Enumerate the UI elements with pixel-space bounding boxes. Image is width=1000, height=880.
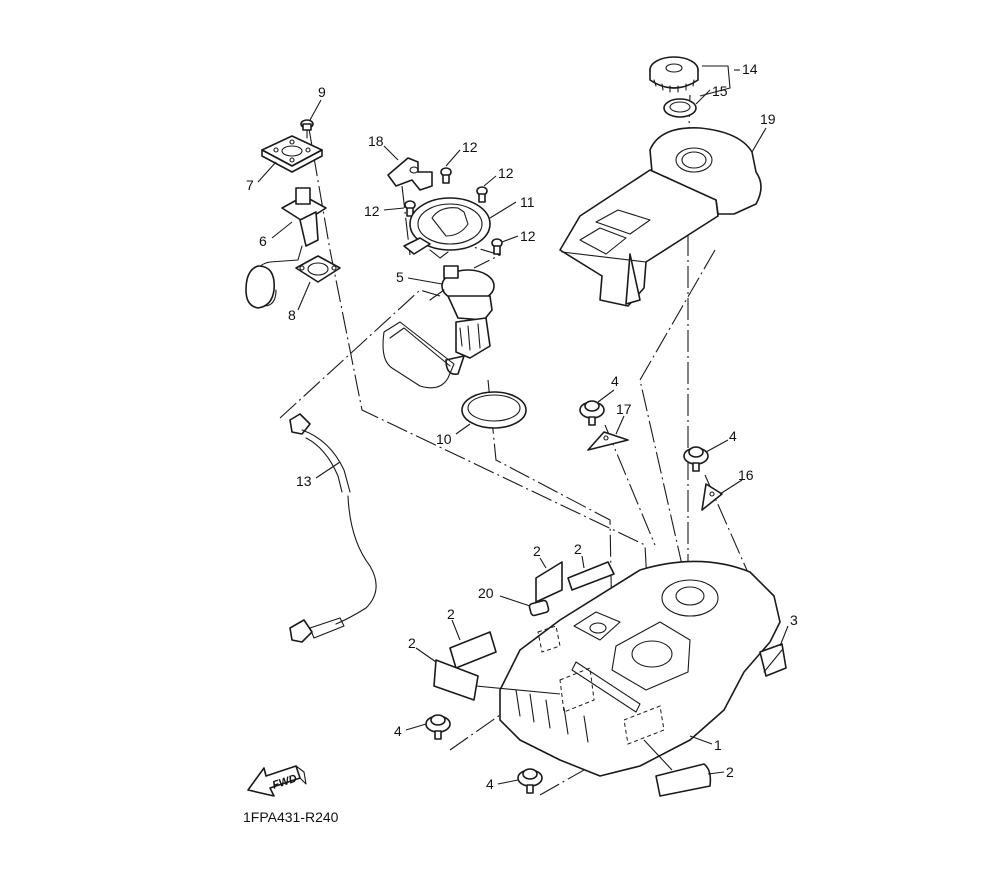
part-2-label-e[interactable] [655, 763, 712, 797]
part-1-fuel-tank[interactable] [499, 560, 781, 777]
diagram-reference-code: 1FPA431-R240 [243, 809, 339, 825]
part-12-bolt-b[interactable] [476, 186, 488, 203]
part-3-damper[interactable] [759, 643, 787, 677]
part-20-seal[interactable] [528, 599, 550, 617]
callout-2-a: 2 [533, 543, 541, 559]
part-12-bolt-d[interactable] [491, 238, 503, 255]
part-4-bolt-c[interactable] [425, 714, 451, 740]
part-4-bolt-a[interactable] [579, 400, 605, 426]
callouts: 9 7 6 8 18 12 12 12 12 11 5 10 13 14 15 … [246, 61, 798, 792]
callout-1: 1 [714, 737, 722, 753]
callout-5: 5 [396, 269, 404, 285]
callout-4-b: 4 [729, 428, 737, 444]
callout-4-d: 4 [486, 776, 494, 792]
callout-12-c: 12 [364, 203, 380, 219]
part-7-cover-plate[interactable] [261, 135, 323, 173]
chain-line-bolt-c [449, 714, 501, 751]
part-9-screw[interactable] [300, 119, 314, 139]
part-4-bolt-b[interactable] [683, 446, 709, 472]
callout-17: 17 [616, 401, 632, 417]
callout-20: 20 [478, 585, 494, 601]
callout-7: 7 [246, 177, 254, 193]
part-2-label-d[interactable] [433, 659, 479, 701]
chain-line-bolt-d [539, 761, 599, 796]
chain-line-hose [279, 289, 441, 419]
chain-line-bracket [401, 185, 411, 256]
callout-11: 11 [520, 194, 535, 210]
part-19-tank-cover[interactable] [559, 127, 762, 307]
part-2-label-a[interactable] [535, 561, 563, 603]
callout-19: 19 [760, 111, 776, 127]
chain-line-cover-a [639, 249, 716, 601]
callout-2-e: 2 [726, 764, 734, 780]
part-10-pump-gasket[interactable] [461, 391, 527, 429]
callout-2-b: 2 [574, 541, 582, 557]
callout-4-c: 4 [394, 723, 402, 739]
part-12-bolt-c[interactable] [404, 200, 416, 217]
callout-14: 14 [742, 61, 758, 77]
forward-direction-arrow: FWD [247, 765, 307, 797]
part-2-label-c[interactable] [449, 631, 497, 669]
part-17-stay[interactable] [587, 431, 629, 451]
part-5-fuel-pump[interactable] [382, 265, 495, 389]
part-2-label-b[interactable] [567, 561, 615, 591]
callout-13: 13 [296, 473, 312, 489]
part-13-fuel-hose[interactable] [289, 413, 377, 643]
part-15-cap-gasket[interactable] [663, 98, 697, 118]
callout-18: 18 [368, 133, 384, 149]
callout-3: 3 [790, 612, 798, 628]
callout-9: 9 [318, 84, 326, 100]
callout-12-a: 12 [462, 139, 478, 155]
part-4-bolt-d[interactable] [517, 768, 543, 794]
part-6-sender-unit[interactable] [245, 187, 327, 309]
callout-12-d: 12 [520, 228, 536, 244]
part-16-stay[interactable] [701, 483, 723, 511]
part-12-bolt-a[interactable] [440, 167, 452, 184]
callout-4-a: 4 [611, 373, 619, 389]
callout-2-d: 2 [408, 635, 416, 651]
callout-10: 10 [436, 431, 452, 447]
part-14-fuel-cap[interactable] [649, 56, 699, 93]
part-8-gasket[interactable] [295, 255, 341, 283]
part-11-retaining-plate[interactable] [403, 197, 491, 259]
callout-6: 6 [259, 233, 267, 249]
callout-16: 16 [738, 467, 754, 483]
callout-8: 8 [288, 307, 296, 323]
callout-2-c: 2 [447, 606, 455, 622]
callout-12-b: 12 [498, 165, 514, 181]
chain-line-stay17 [604, 424, 656, 546]
part-18-bracket[interactable] [387, 157, 433, 191]
leader-lines [257, 65, 789, 785]
callout-15: 15 [712, 83, 728, 99]
